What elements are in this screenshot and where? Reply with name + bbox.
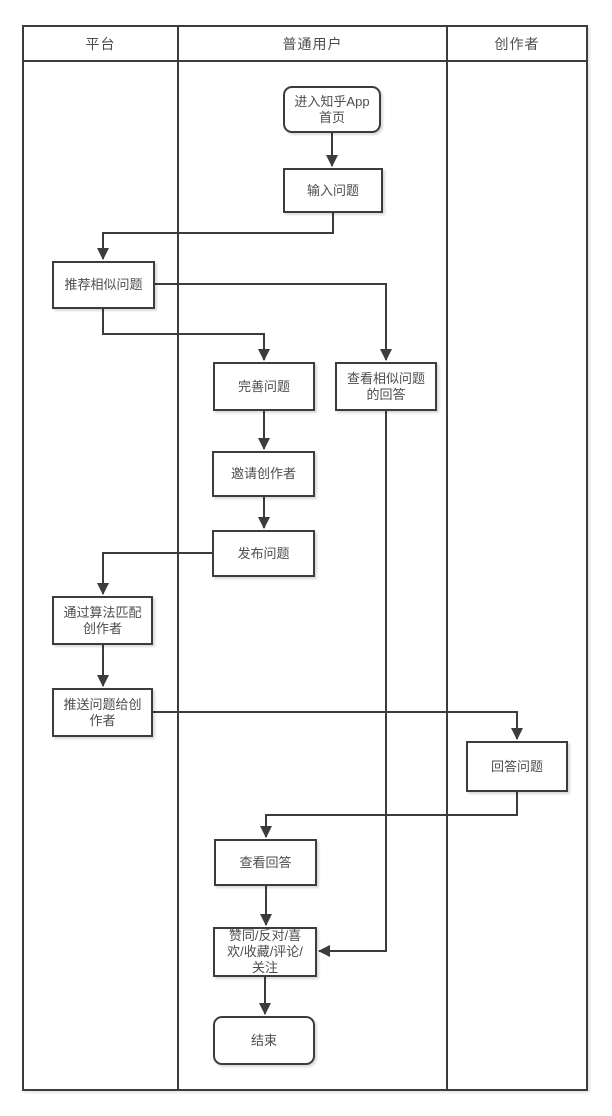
lane-header-platform: 平台 xyxy=(24,25,177,62)
lane-header-creator: 创作者 xyxy=(448,25,586,62)
lane-divider-platform-user xyxy=(177,25,179,1091)
node-label: 查看相似问题 的回答 xyxy=(346,370,425,402)
node-label: 推送问题给创 作者 xyxy=(63,696,142,728)
node-label: 回答问题 xyxy=(490,758,543,774)
node-label: 完善问题 xyxy=(237,378,290,394)
lane-divider-user-creator xyxy=(446,25,448,1091)
lane-label: 平台 xyxy=(85,35,116,52)
node-recommend-similar-questions: 推荐相似问题 xyxy=(52,261,155,309)
node-label: 发布问题 xyxy=(237,545,290,561)
lane-label: 普通用户 xyxy=(282,35,343,52)
node-match-creators-by-algorithm: 通过算法匹配 创作者 xyxy=(52,596,153,645)
node-label: 输入问题 xyxy=(306,182,359,198)
lane-label: 创作者 xyxy=(494,35,540,52)
node-label: 推荐相似问题 xyxy=(64,277,143,292)
node-invite-creators: 邀请创作者 xyxy=(212,451,315,497)
node-push-question-to-creators: 推送问题给创 作者 xyxy=(52,688,153,737)
node-interact-actions: 赞同/反对/喜 欢/收藏/评论/ 关注 xyxy=(213,927,317,977)
node-improve-question: 完善问题 xyxy=(213,362,315,411)
node-label: 赞同/反对/喜 欢/收藏/评论/ 关注 xyxy=(227,928,303,975)
node-end: 结束 xyxy=(213,1016,315,1065)
node-label: 进入知乎App 首页 xyxy=(294,93,370,125)
node-label: 邀请创作者 xyxy=(230,466,296,481)
node-label: 查看回答 xyxy=(239,854,292,870)
node-view-similar-question-answers: 查看相似问题 的回答 xyxy=(335,362,437,411)
node-label: 通过算法匹配 创作者 xyxy=(63,604,142,636)
node-label: 结束 xyxy=(250,1032,277,1048)
swimlane-frame xyxy=(22,25,588,1091)
node-publish-question: 发布问题 xyxy=(212,530,315,577)
node-view-answers: 查看回答 xyxy=(214,839,317,886)
lane-header-separator xyxy=(22,60,588,62)
node-enter-zhihu-app-home: 进入知乎App 首页 xyxy=(283,86,381,133)
node-answer-question: 回答问题 xyxy=(466,741,568,792)
lane-header-ordinary-user: 普通用户 xyxy=(179,25,446,62)
node-input-question: 输入问题 xyxy=(283,168,383,213)
